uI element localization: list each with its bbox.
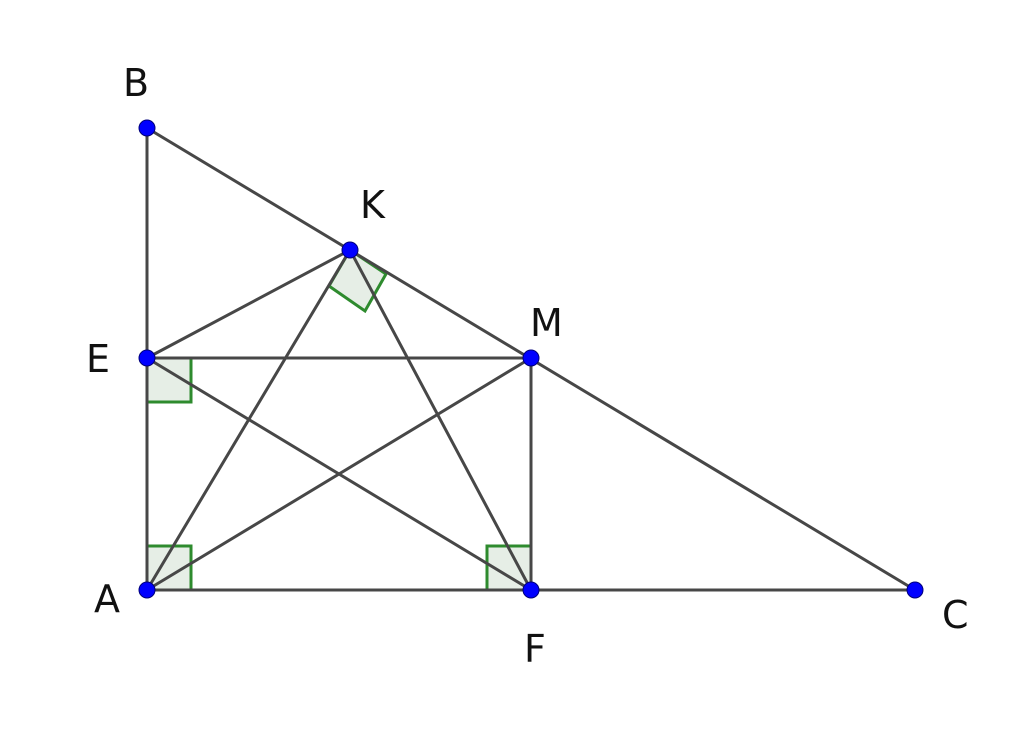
right-angle-markers [145,247,533,592]
point-b [138,119,156,137]
point-f [522,581,540,599]
point-k [341,241,359,259]
point-m [522,349,540,367]
segment-am [145,356,533,592]
point-labels: B K E M A F C [86,61,969,671]
point-label-f: F [524,627,546,671]
point-label-c: C [942,593,969,637]
point-label-e: E [86,337,110,381]
points [138,119,924,599]
point-label-b: B [123,61,149,105]
point-c [906,581,924,599]
point-label-m: M [530,301,563,345]
point-label-k: K [360,183,386,227]
point-e [138,349,156,367]
segment-ek [145,248,352,360]
segment-kf [348,248,533,592]
point-a [138,581,156,599]
point-label-a: A [94,577,120,621]
